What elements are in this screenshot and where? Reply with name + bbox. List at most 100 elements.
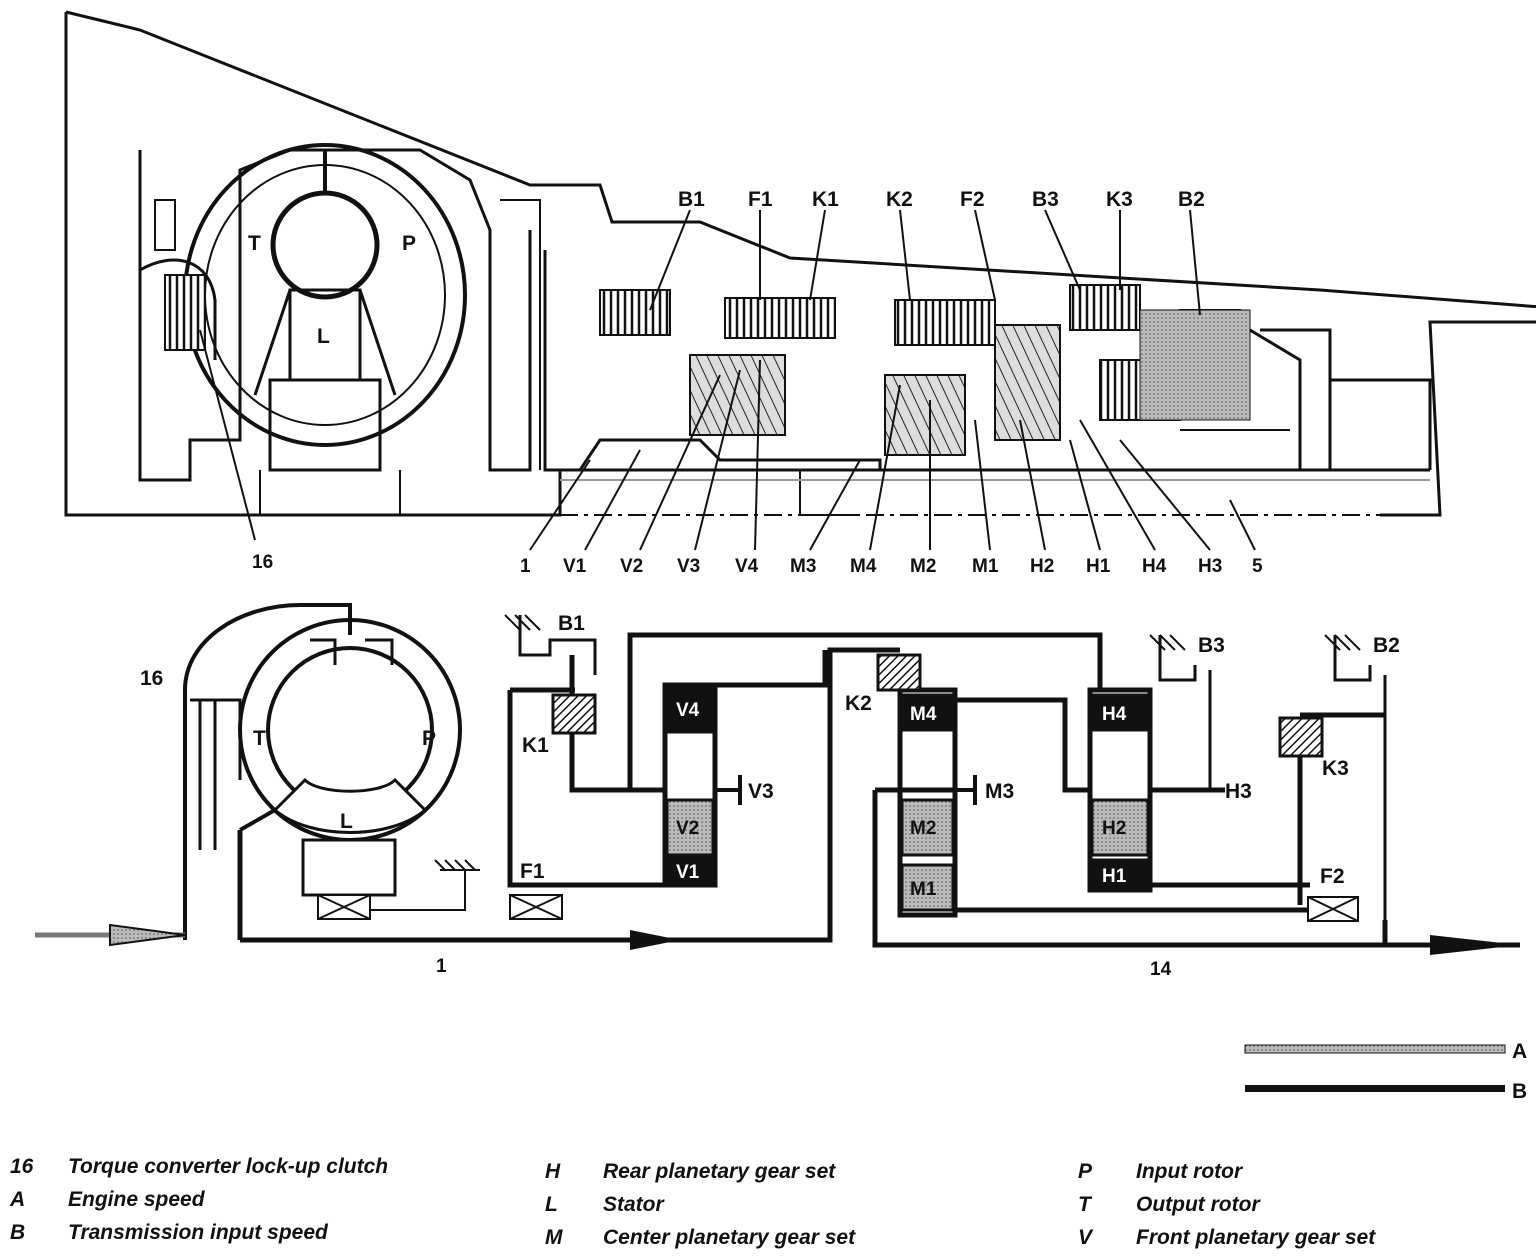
schematic-label-b2: B2 [1373, 634, 1400, 657]
callout-k1: K1 [812, 188, 839, 211]
legend-key: T [1078, 1193, 1091, 1216]
center-gearset [884, 374, 966, 456]
callout-v2: V2 [620, 556, 643, 577]
legend-item: V Front planetary gear set [1078, 1226, 1518, 1256]
schematic-torus-inner [266, 646, 434, 814]
callout-16-top: 16 [252, 552, 273, 573]
housing-outline [64, 10, 1536, 517]
legend-item: 16 Torque converter lock-up clutch [10, 1155, 450, 1185]
k2-block [876, 653, 922, 692]
legend-key: H [545, 1160, 561, 1183]
schematic-label-v2: V2 [676, 818, 699, 839]
callout-b1: B1 [678, 188, 705, 211]
line-key-a-swatch [1244, 1044, 1506, 1054]
callout-k3: K3 [1106, 188, 1133, 211]
legend-key: L [545, 1193, 558, 1216]
schematic-label-14: 14 [1150, 959, 1172, 980]
callout-v3: V3 [677, 556, 700, 577]
schematic-label-b3: B3 [1198, 634, 1225, 657]
legend-key: A [10, 1188, 26, 1211]
schematic-label-f2: F2 [1320, 865, 1345, 888]
legend-key: V [1078, 1226, 1093, 1249]
legend-desc: Transmission input speed [68, 1221, 328, 1244]
callout-f1: F1 [748, 188, 773, 211]
callout-5: 5 [1252, 556, 1263, 577]
legend-desc: Input rotor [1136, 1160, 1243, 1183]
rear-housing-shade [1139, 309, 1251, 421]
v2-block [665, 798, 715, 857]
k3-block [1278, 716, 1324, 758]
v1-block [665, 853, 715, 885]
k1-plates [724, 297, 836, 339]
schematic-label-k3: K3 [1322, 757, 1349, 780]
callout-h1: H1 [1086, 556, 1111, 577]
input-shaft-line [240, 647, 900, 943]
legend-desc: Torque converter lock-up clutch [68, 1155, 389, 1178]
h2-block [1090, 798, 1150, 857]
legend-key: 16 [10, 1155, 34, 1178]
schematic-label-1: 1 [436, 956, 447, 977]
line-key [1244, 1044, 1506, 1092]
schematic-label-f1: F1 [520, 860, 545, 883]
schematic-label-t: T [253, 727, 266, 750]
schematic-label-h4: H4 [1102, 704, 1127, 725]
legend-desc: Center planetary gear set [603, 1226, 856, 1249]
legend-item: P Input rotor [1078, 1160, 1518, 1190]
legend-desc: Front planetary gear set [1136, 1226, 1376, 1249]
callout-k2: K2 [886, 188, 913, 211]
k1-block [551, 693, 597, 735]
torus-core [270, 190, 380, 300]
torus-label-p: P [402, 232, 416, 255]
schematic [183, 603, 1520, 948]
legend-item: B Transmission input speed [10, 1221, 450, 1251]
flow-arrows [35, 923, 1520, 955]
legend-key: B [10, 1221, 26, 1244]
input-shaft-arrow [630, 930, 680, 950]
schematic-label-v3: V3 [748, 780, 774, 803]
rear-gearset [994, 324, 1061, 441]
schematic-label-m1: M1 [910, 879, 937, 900]
callout-b2: B2 [1178, 188, 1205, 211]
legend-item: L Stator [545, 1193, 985, 1223]
schematic-label-m3: M3 [985, 780, 1014, 803]
legend-key: M [545, 1226, 563, 1249]
callout-m2: M2 [910, 556, 936, 577]
callout-m1: M1 [972, 556, 999, 577]
line-key-a-label: A [1512, 1040, 1527, 1063]
schematic-label-16: 16 [140, 667, 163, 690]
legend-item: T Output rotor [1078, 1193, 1518, 1223]
schematic-label-h3: H3 [1225, 780, 1252, 803]
schematic-label-b1: B1 [558, 612, 585, 635]
schematic-label-v1: V1 [676, 862, 700, 883]
m2-block [900, 798, 955, 857]
callout-b3: B3 [1032, 188, 1059, 211]
schematic-label-h1: H1 [1102, 866, 1127, 887]
h4-block [1090, 693, 1150, 732]
schematic-label-v4: V4 [676, 700, 700, 721]
legend-col-3: P Input rotor T Output rotor V Front pla… [1078, 1160, 1518, 1260]
converter-housing [183, 603, 352, 940]
callout-1: 1 [520, 556, 531, 577]
legend-desc: Stator [603, 1193, 664, 1216]
callout-v1: V1 [563, 556, 587, 577]
schematic-label-m4: M4 [910, 704, 937, 725]
schematic-label-p: P [422, 727, 436, 750]
input-arrow [109, 923, 186, 947]
output-arrow [1430, 935, 1520, 955]
torus-label-t: T [248, 232, 261, 255]
schematic-label-k2: K2 [845, 692, 872, 715]
legend-item: A Engine speed [10, 1188, 450, 1218]
callout-h3: H3 [1198, 556, 1222, 577]
callout-h2: H2 [1030, 556, 1054, 577]
callout-v4: V4 [735, 556, 759, 577]
legend-desc: Output rotor [1136, 1193, 1260, 1216]
cross-section [64, 10, 1536, 517]
front-gearset [689, 354, 786, 436]
k2-plates [894, 299, 996, 346]
schematic-stator [272, 777, 428, 834]
b1-plates [599, 289, 671, 336]
b3-plates [1069, 284, 1141, 331]
gear-blocks [551, 653, 1324, 912]
torus-label-l: L [317, 325, 330, 348]
